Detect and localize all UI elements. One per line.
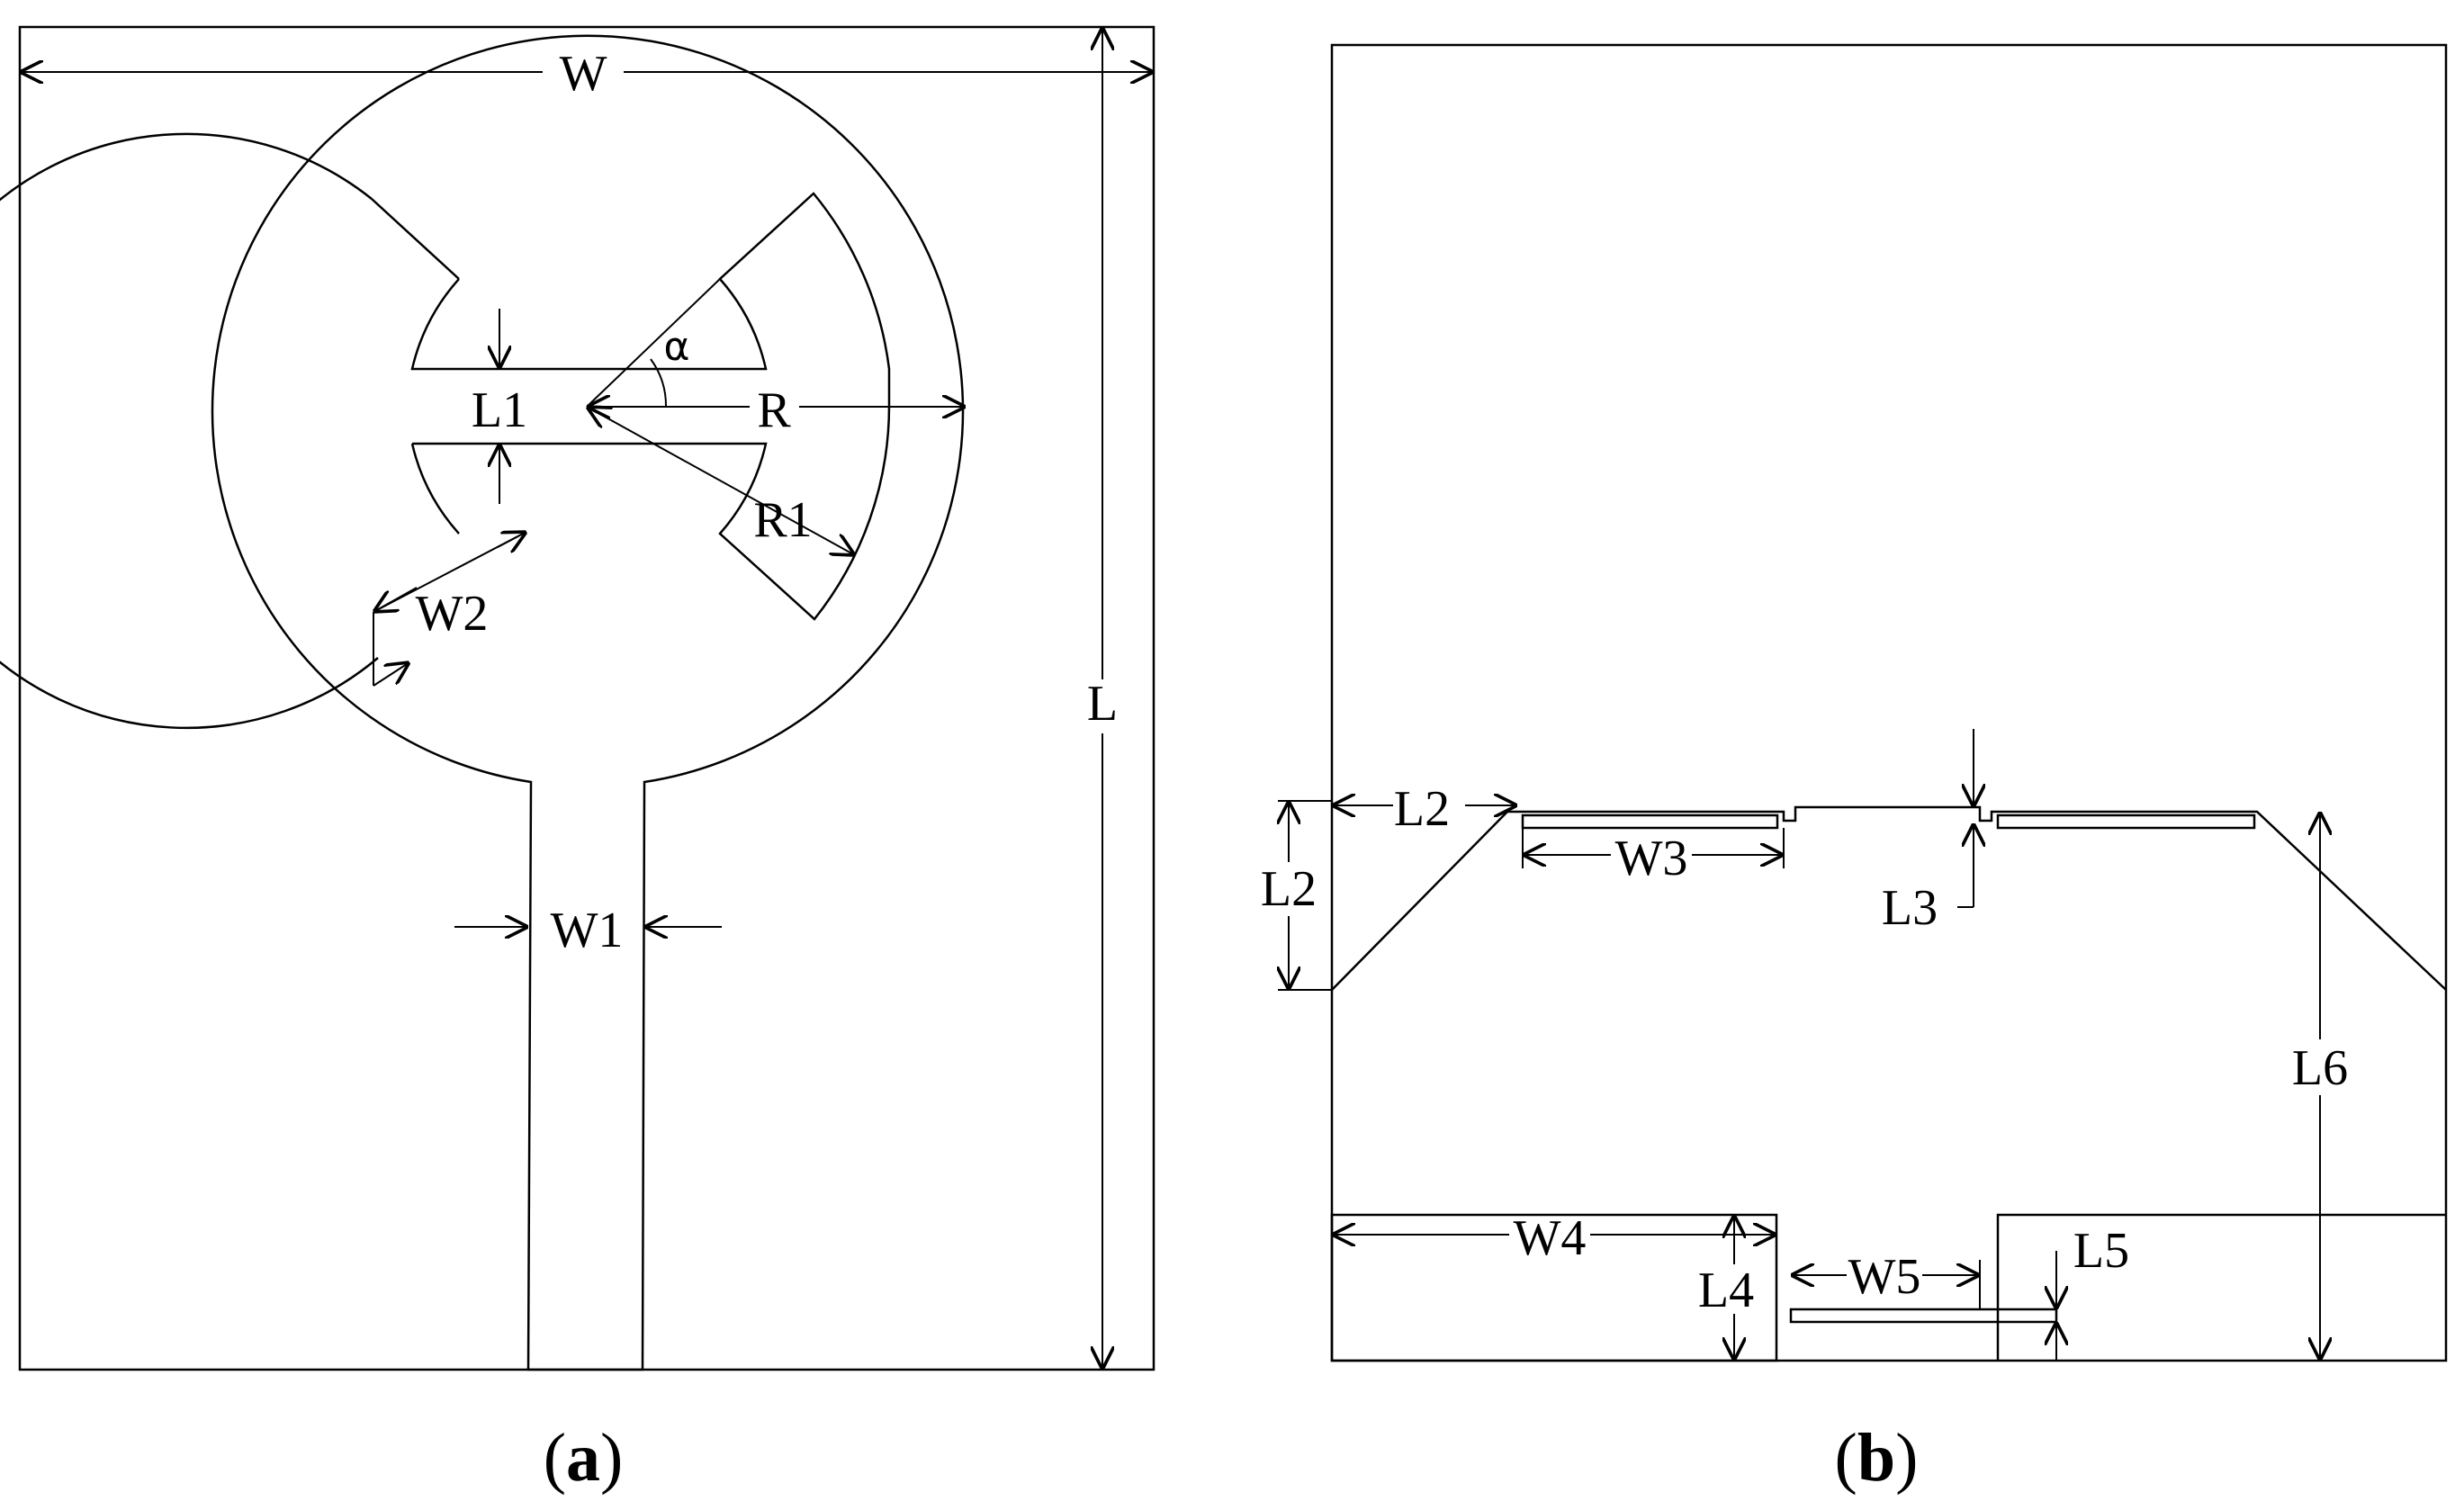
caption-a: (a) <box>544 1420 624 1496</box>
panel-a-front-view <box>0 25 1156 1371</box>
label-L: L <box>1087 676 1118 732</box>
label-L2-horizontal: L2 <box>1394 781 1450 837</box>
ground-plane-outline <box>1331 805 2447 991</box>
label-L2-vertical: L2 <box>1261 861 1317 917</box>
label-L4: L4 <box>1698 1263 1754 1318</box>
panel-a-dimensions <box>20 26 1154 1371</box>
panel-b-back-view <box>1330 43 2448 1362</box>
circular-patch-with-feedline <box>211 34 965 1371</box>
panel-captions: (a) (b) <box>544 1420 1919 1496</box>
panel-b-substrate <box>1330 43 2448 1362</box>
label-W4: W4 <box>1514 1210 1587 1266</box>
label-W5: W5 <box>1848 1249 1921 1305</box>
panel-a-substrate <box>18 25 1156 1371</box>
slot-upper-left <box>1521 813 1779 830</box>
label-L3: L3 <box>1882 880 1938 936</box>
ground-pad-left <box>1330 1213 1778 1362</box>
dim-W2-arrow-a <box>497 532 526 547</box>
panel-a-labels: W L L1 R R1 α W2 W1 <box>416 46 1125 958</box>
caption-b-letter: b <box>1857 1420 1895 1496</box>
label-L5: L5 <box>2073 1223 2129 1279</box>
dim-alpha-arc <box>650 358 668 408</box>
dim-W2-arrow-b <box>373 587 418 612</box>
dim-alpha-ray <box>586 278 721 408</box>
label-L6: L6 <box>2292 1040 2348 1096</box>
panel-b-labels: L2 L2 W3 L3 L6 W4 L4 W5 L5 <box>1261 781 2354 1318</box>
label-R1: R1 <box>753 492 812 548</box>
ground-pad-right <box>1996 1213 2446 1361</box>
label-W: W <box>560 46 607 102</box>
label-L1: L1 <box>472 382 527 438</box>
dim-W2-arrow-c <box>373 662 409 687</box>
outer-ring-inner-edge <box>0 132 379 730</box>
upper-fan-left <box>410 278 587 371</box>
dim-R1-line <box>587 407 855 555</box>
label-W3: W3 <box>1615 831 1688 886</box>
label-W2: W2 <box>416 586 489 642</box>
upper-fan-right <box>587 192 891 407</box>
lower-fan-left-edge <box>410 443 460 535</box>
slot-upper-right <box>1996 813 2256 830</box>
caption-a-letter: a <box>566 1420 600 1496</box>
label-W1: W1 <box>551 903 624 958</box>
ring-arm-upper-cut <box>371 198 460 280</box>
slot-bottom <box>1789 1308 2058 1324</box>
label-alpha: α <box>663 324 689 370</box>
label-R: R <box>757 382 791 438</box>
caption-b: (b) <box>1835 1420 1919 1496</box>
